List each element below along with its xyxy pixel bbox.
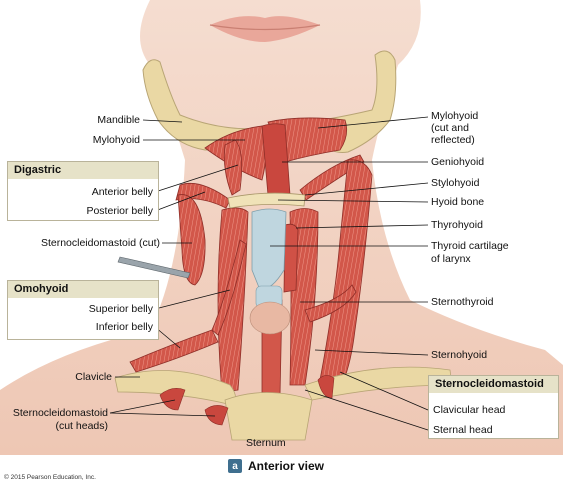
label-thyroid-cartilage-line1: Thyroid cartilage xyxy=(431,240,509,252)
label-sternocleidomastoid-cut: Sternocleidomastoid (cut) xyxy=(40,237,160,249)
figure-caption: a Anterior view xyxy=(228,457,324,475)
group-digastric: Digastric xyxy=(7,161,159,221)
label-sternum: Sternum xyxy=(246,437,286,449)
caption-badge: a xyxy=(228,459,242,473)
group-header-sternocleidomastoid: Sternocleidomastoid xyxy=(429,376,558,393)
group-header-omohyoid: Omohyoid xyxy=(8,281,158,298)
label-clavicular-head: Clavicular head xyxy=(433,404,506,416)
group-header-digastric: Digastric xyxy=(8,162,158,179)
label-mylohyoid: Mylohyoid xyxy=(92,134,140,146)
label-mylohyoid-cut-line3: reflected) xyxy=(431,134,475,146)
label-anterior-belly: Anterior belly xyxy=(91,186,153,198)
label-hyoid-bone: Hyoid bone xyxy=(431,196,485,208)
group-sternocleidomastoid: Sternocleidomastoid xyxy=(428,375,559,439)
label-sternal-head: Sternal head xyxy=(433,424,493,436)
label-posterior-belly: Posterior belly xyxy=(86,205,153,217)
label-mylohyoid-cut-line1: Mylohyoid xyxy=(431,110,479,122)
label-thyrohyoid: Thyrohyoid xyxy=(431,219,483,231)
label-thyroid-cartilage-line2: of larynx xyxy=(431,253,471,265)
label-mylohyoid-cut-line2: (cut and xyxy=(431,122,469,134)
label-stylohyoid: Stylohyoid xyxy=(431,177,480,189)
label-clavicle: Clavicle xyxy=(75,371,112,383)
label-superior-belly: Superior belly xyxy=(88,303,153,315)
caption-text: Anterior view xyxy=(248,459,325,473)
copyright-notice: © 2015 Pearson Education, Inc. xyxy=(4,474,96,481)
hyoid-bone xyxy=(227,192,306,209)
label-scm-cut-heads-line1: Sternocleidomastoid xyxy=(12,407,108,419)
neck-muscles xyxy=(129,117,373,396)
label-sternohyoid: Sternohyoid xyxy=(431,349,488,361)
group-omohyoid: Omohyoid xyxy=(7,280,159,340)
probe-instrument xyxy=(117,256,191,279)
label-mandible: Mandible xyxy=(97,114,140,126)
label-sternothyroid: Sternothyroid xyxy=(431,296,494,308)
label-scm-cut-heads-line2: (cut heads) xyxy=(55,420,108,432)
larynx xyxy=(249,208,291,335)
leader-lines xyxy=(109,116,429,431)
clavicles-sternum xyxy=(114,366,453,441)
label-inferior-belly: Inferior belly xyxy=(95,321,153,333)
label-geniohyoid: Geniohyoid xyxy=(431,156,485,168)
